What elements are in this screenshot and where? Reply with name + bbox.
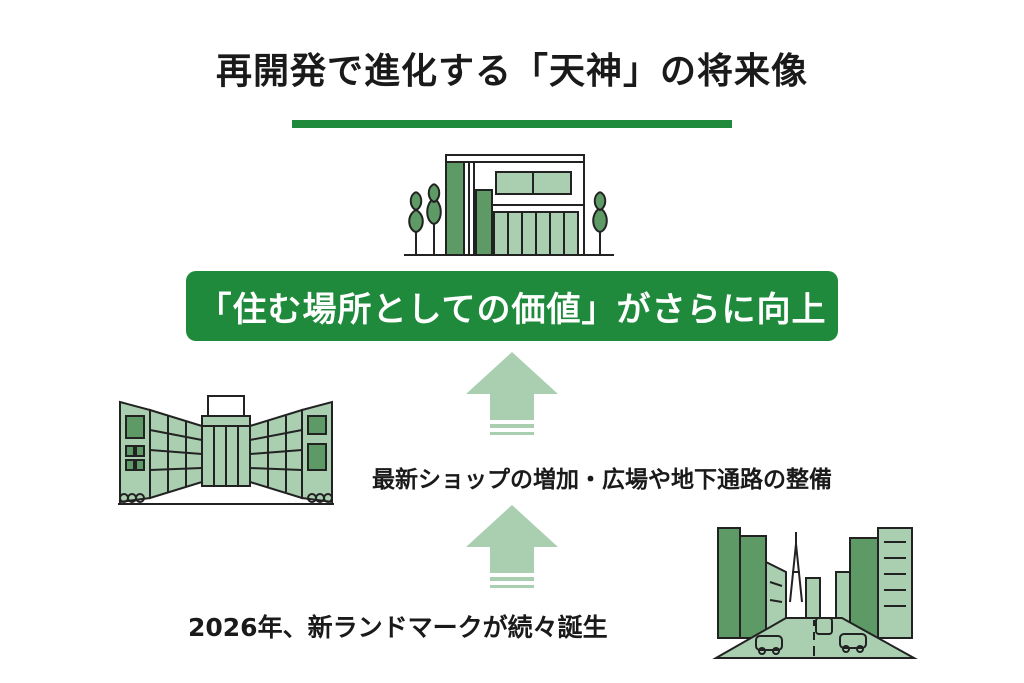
residential-building-icon — [404, 154, 614, 256]
result-banner: 「住む場所としての価値」がさらに向上 — [186, 271, 838, 341]
result-text: 「住む場所としての価値」がさらに向上 — [197, 289, 827, 330]
title-underline — [292, 120, 732, 128]
page-title: 再開発で進化する「天神」の将来像 — [215, 51, 808, 92]
shopping-street-icon — [118, 395, 334, 505]
up-arrow-icon — [466, 352, 558, 435]
step-text-middle: 最新ショップの増加・広場や地下通路の整備 — [372, 467, 832, 493]
up-arrow-icon — [466, 505, 558, 588]
step-text-bottom: 2026年、新ランドマークが続々誕生 — [188, 613, 608, 642]
city-skyline-icon — [712, 527, 918, 659]
